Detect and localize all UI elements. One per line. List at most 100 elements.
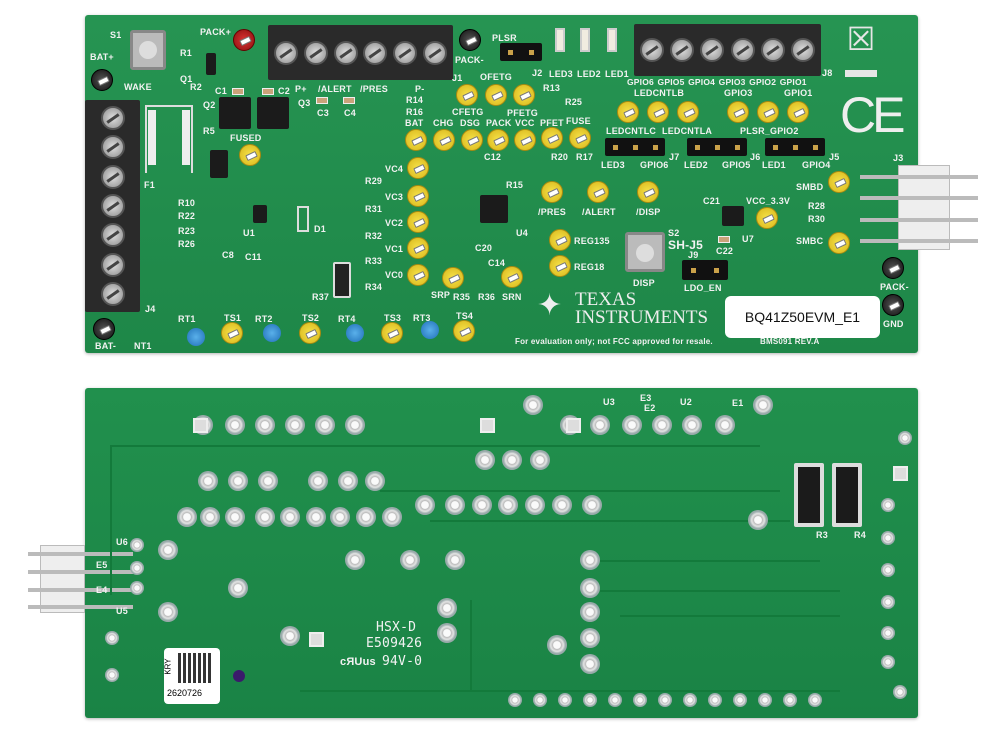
- test-point-pfetg[interactable]: [513, 84, 535, 106]
- test-point-reg135[interactable]: [549, 229, 571, 251]
- wake-button-s1[interactable]: [130, 30, 166, 70]
- screw-terminal: [100, 282, 125, 307]
- through-hole-pad: [881, 595, 895, 609]
- test-point-vcc[interactable]: [514, 129, 536, 151]
- through-hole-pad: [758, 693, 772, 707]
- through-hole-pad: [382, 507, 402, 527]
- through-hole-pad: [130, 538, 144, 552]
- marking-ul-file: E509426: [366, 636, 423, 651]
- test-point-vc4[interactable]: [407, 157, 429, 179]
- jumper-j9-ldo-en[interactable]: [682, 260, 728, 280]
- refdes-j8: J8: [822, 68, 833, 78]
- test-point-ledcntlc[interactable]: [617, 101, 639, 123]
- test-point-dsg[interactable]: [461, 129, 483, 151]
- disp-button-s2[interactable]: [625, 232, 665, 272]
- test-point-ts2[interactable]: [299, 322, 321, 344]
- test-point-j1[interactable]: [456, 84, 478, 106]
- test-point-disp[interactable]: [637, 181, 659, 203]
- capacitor-c4: [343, 97, 355, 104]
- label-p-plus: P+: [295, 84, 307, 94]
- test-point-reg18[interactable]: [549, 255, 571, 277]
- test-point-smbd[interactable]: [828, 171, 850, 193]
- test-point-ts1[interactable]: [221, 322, 243, 344]
- jumper-j2-plsr[interactable]: [500, 43, 542, 61]
- test-point-pack-minus-right[interactable]: [882, 257, 904, 279]
- test-point-vcc-3v3[interactable]: [756, 207, 778, 229]
- connector-pin: [860, 175, 978, 179]
- through-hole-pad: [898, 431, 912, 445]
- refdes-e4: E4: [96, 585, 108, 595]
- jumper-j7[interactable]: [605, 138, 665, 156]
- screw-terminal: [790, 38, 815, 62]
- test-point-vc2[interactable]: [407, 211, 429, 233]
- test-point-bat-minus[interactable]: [93, 318, 115, 340]
- label-fused: FUSED: [230, 133, 262, 143]
- test-point-gpio1[interactable]: [787, 101, 809, 123]
- datamatrix-code: [178, 653, 212, 683]
- label-j1: J1: [452, 73, 463, 83]
- through-hole-pad: [881, 498, 895, 512]
- test-point-pack[interactable]: [487, 129, 509, 151]
- led1: [607, 28, 617, 52]
- test-point-fuse[interactable]: [569, 127, 591, 149]
- test-point-ts3[interactable]: [381, 322, 403, 344]
- led2: [580, 28, 590, 52]
- pcb-trace: [600, 560, 820, 562]
- label-pack-plus: PACK+: [200, 27, 232, 37]
- resistor-r37: [333, 262, 351, 298]
- test-point-bat[interactable]: [405, 129, 427, 151]
- refdes-u5: U5: [116, 606, 128, 616]
- label-pack: PACK: [486, 118, 512, 128]
- test-point-srn[interactable]: [501, 266, 523, 288]
- screw-terminal: [100, 105, 125, 130]
- test-point-plsr-gpio2[interactable]: [757, 101, 779, 123]
- label-reg18: REG18: [574, 262, 605, 272]
- connector-pin: [860, 239, 978, 243]
- test-point-pfet[interactable]: [541, 127, 563, 149]
- label-bat-minus: BAT-: [95, 341, 117, 351]
- jumper-j6[interactable]: [687, 138, 747, 156]
- test-point-gnd[interactable]: [882, 294, 904, 316]
- test-point-chg[interactable]: [433, 129, 455, 151]
- refdes-u2: U2: [680, 397, 692, 407]
- refdes-r35: R35: [453, 292, 471, 302]
- label-pfet: PFET: [540, 118, 564, 128]
- label-j8-gpios: GPIO6 GPIO5 GPIO4 GPIO3 GPIO2 GPIO1: [627, 77, 807, 87]
- jumper-j5[interactable]: [765, 138, 825, 156]
- test-point-pack-minus[interactable]: [459, 29, 481, 51]
- test-point-pres[interactable]: [541, 181, 563, 203]
- test-point-pack-plus[interactable]: [233, 29, 255, 51]
- label-vc0: VC0: [385, 270, 404, 280]
- through-hole-pad: [308, 471, 328, 491]
- fcc-note: For evaluation only; not FCC approved fo…: [515, 337, 713, 346]
- test-point-vc3[interactable]: [407, 185, 429, 207]
- label-vc2: VC2: [385, 218, 404, 228]
- label-rt3: RT3: [413, 313, 431, 323]
- test-point-bat-plus[interactable]: [91, 69, 113, 91]
- through-hole-pad: [345, 415, 365, 435]
- refdes-c11: C11: [245, 252, 262, 262]
- refdes-c22: C22: [716, 246, 734, 256]
- test-point-srp[interactable]: [442, 267, 464, 289]
- label-ts3: TS3: [384, 313, 402, 323]
- test-point-ledcntla[interactable]: [677, 101, 699, 123]
- test-point-vc1[interactable]: [407, 237, 429, 259]
- through-hole-pad: [105, 631, 119, 645]
- test-point-smbc[interactable]: [828, 232, 850, 254]
- diode-d1: [297, 206, 309, 232]
- test-point-ts4[interactable]: [453, 320, 475, 342]
- test-point-vc0[interactable]: [407, 264, 429, 286]
- refdes-r13: R13: [543, 83, 561, 93]
- label-bat-plus: BAT+: [90, 52, 114, 62]
- through-hole-pad: [633, 693, 647, 707]
- test-point-ledcntlb[interactable]: [647, 101, 669, 123]
- test-point-fused[interactable]: [239, 144, 261, 166]
- screw-terminal: [393, 40, 418, 65]
- smbus-connector-j3[interactable]: [898, 165, 950, 250]
- test-point-alert[interactable]: [587, 181, 609, 203]
- refdes-j5: J5: [829, 152, 840, 162]
- test-point-ofetg[interactable]: [485, 84, 507, 106]
- test-point-gpio3[interactable]: [727, 101, 749, 123]
- label-alert: /ALERT: [582, 207, 616, 217]
- through-hole-pad: [445, 550, 465, 570]
